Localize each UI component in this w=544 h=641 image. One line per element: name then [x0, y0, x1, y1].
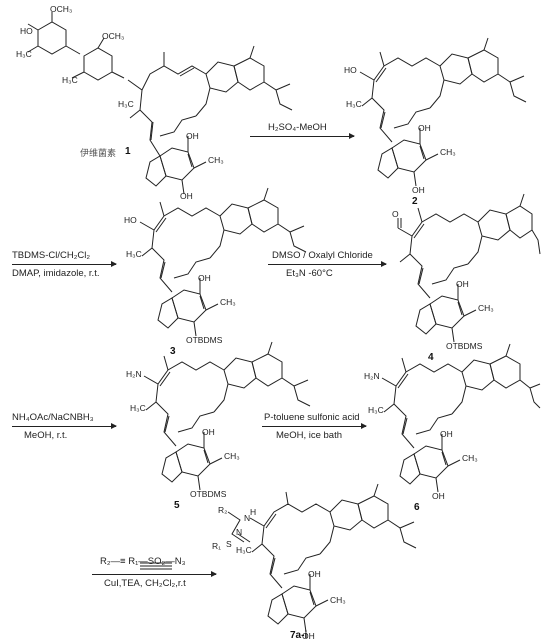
- atom-label-h3c: H₃C: [236, 545, 252, 555]
- step-6-conditions-above: R₂—≡ R₁—SO₂—N₃: [100, 556, 186, 567]
- atom-label-s: S: [226, 539, 232, 549]
- atom-label-ho: HO: [124, 215, 137, 225]
- atom-label-h3c: H₃C: [62, 75, 78, 85]
- atom-label-ho: HO: [20, 26, 33, 36]
- atom-label-oh: OH: [198, 273, 211, 283]
- compound-4-structure: [397, 193, 541, 343]
- step-1-conditions-above: H₂SO₄-MeOH: [268, 122, 327, 133]
- reaction-arrow-2-3: [12, 261, 117, 267]
- compound-5-structure: [143, 341, 311, 491]
- atom-label-h2n: H₂N: [364, 371, 380, 381]
- atom-label-h2n: H₂N: [126, 369, 142, 379]
- step-4-conditions-below: MeOH, r.t.: [24, 430, 68, 441]
- compound-number-3: 3: [170, 346, 176, 357]
- step-3-conditions-below: Et₃N -60°C: [286, 268, 333, 279]
- atom-label-h3c: H₃C: [118, 99, 134, 109]
- reaction-arrow-5-6: [262, 423, 367, 429]
- step-5-conditions-above: P-toluene sulfonic acid: [264, 412, 360, 423]
- atom-label-oh: OH: [412, 185, 425, 195]
- compound-number-2: 2: [412, 196, 418, 207]
- reaction-arrow-6-7: [92, 571, 217, 577]
- atom-label-h3c: H₃C: [16, 49, 32, 59]
- atom-label-h3c: H₃C: [346, 99, 362, 109]
- compound-2-structure: [359, 37, 527, 187]
- atom-label-nh: N: [244, 513, 251, 523]
- atom-label-ch3: CH₃: [440, 147, 456, 157]
- step-3-conditions-above: DMSO / Oxalyl Chloride: [272, 250, 373, 261]
- compound-number-6: 6: [414, 502, 420, 513]
- atom-label-r2: R₂: [218, 505, 228, 515]
- atom-label-oh: OH: [440, 429, 453, 439]
- compound-1-caption: 伊维菌素: [80, 148, 117, 158]
- compound-5-protecting-group: OTBDMS: [190, 489, 227, 499]
- reaction-arrow-4-5: [12, 423, 117, 429]
- step-6-conditions-below: CuI,TEA, CH₂Cl₂,r.t: [104, 578, 186, 589]
- compound-3-structure: [139, 187, 307, 337]
- atom-label-oh: OH: [308, 569, 321, 579]
- atom-label-oh: OH: [418, 123, 431, 133]
- atom-label-oh: OH: [456, 279, 469, 289]
- reaction-arrow-1-2: [250, 133, 355, 139]
- atom-label-n: N: [236, 527, 243, 537]
- atom-label-o: O: [392, 209, 399, 219]
- atom-label-r1: R₁: [212, 541, 222, 551]
- compound-number-1: 1: [125, 146, 131, 157]
- compound-6-structure: [381, 343, 541, 493]
- atom-label-oh: OH: [302, 631, 315, 641]
- compound-7-structure: [140, 483, 417, 633]
- compound-4-protecting-group: OTBDMS: [446, 341, 483, 351]
- atom-label-oh: OH: [180, 191, 193, 201]
- step-2-conditions-above: TBDMS-Cl/CH₂Cl₂: [12, 250, 91, 261]
- atom-label-ch3: CH₃: [478, 303, 494, 313]
- step-2-conditions-below: DMAP, imidazole, r.t.: [12, 268, 100, 279]
- atom-label-och3: OCH₃: [102, 31, 125, 41]
- compound-number-7: 7a-i: [290, 630, 308, 641]
- atom-label-ch3: CH₃: [330, 595, 346, 605]
- compound-number-4: 4: [428, 352, 434, 363]
- atom-label-oh: OH: [186, 131, 199, 141]
- atom-label-hn: H: [250, 507, 257, 517]
- atom-label-ch3: CH₃: [220, 297, 236, 307]
- compound-1-structure: [27, 12, 293, 195]
- atom-label-h3c: H₃C: [368, 405, 384, 415]
- atom-label-ch3: CH₃: [462, 453, 478, 463]
- atom-label-ch3: CH₃: [208, 155, 224, 165]
- atom-label-ho: HO: [344, 65, 357, 75]
- atom-label-h3c: H₃C: [126, 249, 142, 259]
- atom-label-och3: OCH₃: [50, 4, 73, 14]
- atom-label-oh: OH: [432, 491, 445, 501]
- atom-label-ch3: CH₃: [224, 451, 240, 461]
- compound-3-protecting-group: OTBDMS: [186, 335, 223, 345]
- atom-label-h3c: H₃C: [130, 403, 146, 413]
- step-5-conditions-below: MeOH, ice bath: [276, 430, 342, 441]
- compound-number-5: 5: [174, 500, 180, 511]
- atom-label-oh: OH: [202, 427, 215, 437]
- reaction-arrow-3-4: [268, 261, 387, 267]
- step-4-conditions-above: NH₄OAc/NaCNBH₃: [12, 412, 94, 423]
